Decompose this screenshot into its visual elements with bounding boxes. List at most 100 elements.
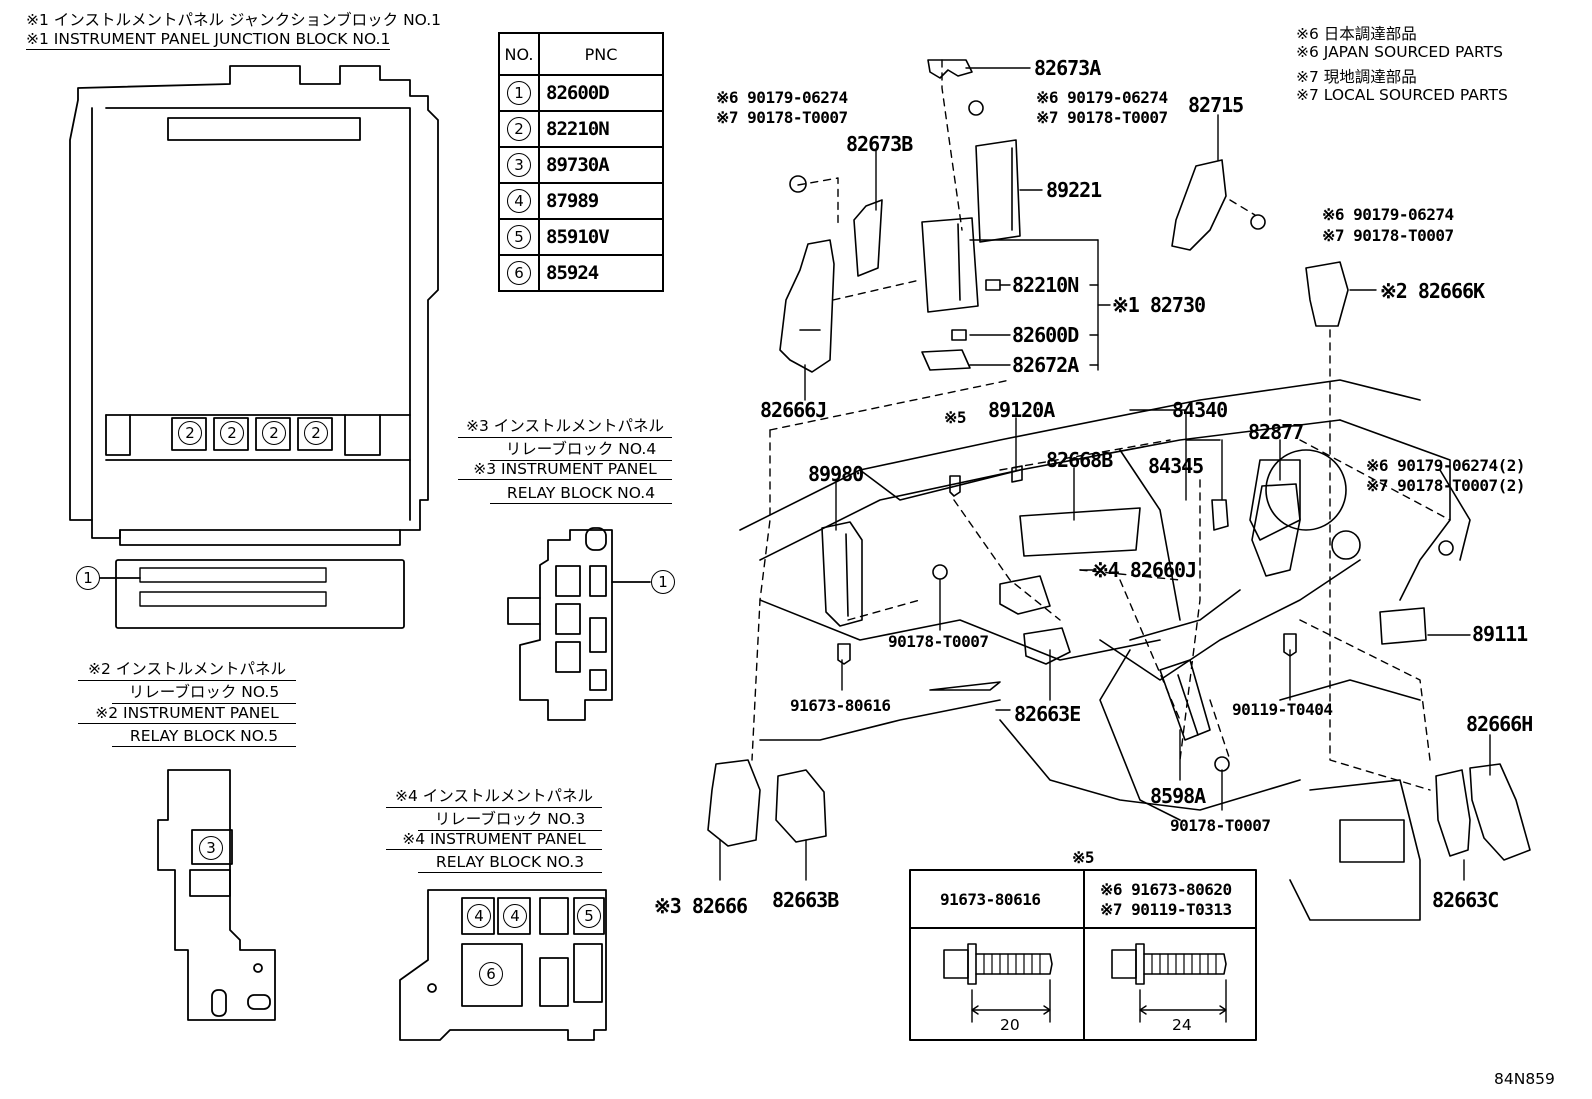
part-82210N: 82210N xyxy=(1012,273,1079,297)
row-pnc: 89730A xyxy=(538,146,664,184)
part-82673B: 82673B xyxy=(846,132,913,156)
components xyxy=(707,59,1531,861)
pnc-table: NO. PNC 1 82600D 2 82210N 3 89730A 4 879… xyxy=(498,32,664,292)
callout-3: 3 xyxy=(199,836,223,860)
bolt-table-drawing xyxy=(909,869,1257,1041)
note4-jp1: ※4 インストルメントパネル xyxy=(386,784,602,808)
part-90178-T0007: 90178-T0007 xyxy=(888,632,989,651)
note1-jp: ※1 インストルメントパネル ジャンクションブロック NO.1 xyxy=(26,11,442,29)
clip-note-b2: ※7 90178-T0007 xyxy=(1036,108,1168,127)
callout-2: 2 xyxy=(262,421,286,445)
callout-4: 4 xyxy=(467,904,491,928)
note4-en2: RELAY BLOCK NO.3 xyxy=(418,853,602,873)
table-row: 4 87989 xyxy=(498,182,664,220)
part-82877: 82877 xyxy=(1248,420,1304,444)
row-pnc: 85924 xyxy=(538,254,664,292)
row-number: 1 xyxy=(507,81,531,105)
part-82715: 82715 xyxy=(1188,93,1244,117)
row-pnc: 87989 xyxy=(538,182,664,220)
note6-jp: ※6 日本調達部品 xyxy=(1296,25,1417,43)
table-row: 6 85924 xyxy=(498,254,664,292)
part-89120A: 89120A xyxy=(988,398,1055,422)
note2-jp1: ※2 インストルメントパネル xyxy=(78,657,296,681)
note2-en1: ※2 INSTRUMENT PANEL xyxy=(78,704,296,724)
row-number: 3 xyxy=(507,153,531,177)
bolt-right-pn1: ※6 91673-80620 xyxy=(1100,880,1232,899)
table-row: 1 82600D xyxy=(498,74,664,112)
dashed-lines xyxy=(751,59,1451,791)
clip-note-a1: ※6 90179-06274 xyxy=(716,88,848,107)
bolt-table-title: ※5 xyxy=(1072,848,1095,867)
row-pnc: 85910V xyxy=(538,218,664,256)
bolt-right-pn2: ※7 90119-T0313 xyxy=(1100,900,1232,919)
callout-2: 2 xyxy=(178,421,202,445)
part-82672A: 82672A xyxy=(1012,353,1079,377)
relay-block-no4-drawing xyxy=(507,527,651,721)
relay-block-no3-drawing xyxy=(399,889,607,1041)
connector-strip-drawing xyxy=(99,559,405,629)
row-pnc: 82600D xyxy=(538,74,664,112)
part-82666J: 82666J xyxy=(760,398,827,422)
instrument-panel-outline xyxy=(739,379,1471,921)
note4-en1: ※4 INSTRUMENT PANEL xyxy=(386,830,602,850)
row-number: 2 xyxy=(507,117,531,141)
part-82666: ※3 82666 xyxy=(654,894,748,918)
part-82666K: ※2 82666K xyxy=(1380,279,1485,303)
part-82673A: 82673A xyxy=(1034,56,1101,80)
clip-note-a2: ※7 90178-T0007 xyxy=(716,108,848,127)
row-number: 6 xyxy=(507,261,531,285)
clip-note-c2: ※7 90178-T0007 xyxy=(1322,226,1454,245)
col-pnc-header: PNC xyxy=(538,32,664,76)
note3-jp1: ※3 インストルメントパネル xyxy=(458,414,672,438)
pnc-table-header: NO. PNC xyxy=(498,32,664,76)
part-82660J: ※4 82660J xyxy=(1092,558,1197,582)
callout-4: 4 xyxy=(503,904,527,928)
part-89221: 89221 xyxy=(1046,178,1102,202)
bolt-left-pn: 91673-80616 xyxy=(940,890,1041,909)
bolt-right-length: 24 xyxy=(1172,1016,1192,1034)
table-row: 3 89730A xyxy=(498,146,664,184)
bolt-ref-5: ※5 xyxy=(944,408,967,427)
note6-en: ※6 JAPAN SOURCED PARTS xyxy=(1296,43,1503,61)
note7-en: ※7 LOCAL SOURCED PARTS xyxy=(1296,86,1508,104)
part-82663C: 82663C xyxy=(1432,888,1499,912)
part-82730: ※1 82730 xyxy=(1112,293,1206,317)
part-82600D: 82600D xyxy=(1012,323,1079,347)
callout-6: 6 xyxy=(479,962,503,986)
table-row: 2 82210N xyxy=(498,110,664,148)
row-number: 5 xyxy=(507,225,531,249)
part-84345: 84345 xyxy=(1148,454,1204,478)
row-number: 4 xyxy=(507,189,531,213)
part-82668B: 82668B xyxy=(1046,448,1113,472)
callout-5: 5 xyxy=(577,904,601,928)
part-89980: 89980 xyxy=(808,462,864,486)
clip-note-b1: ※6 90179-06274 xyxy=(1036,88,1168,107)
clip-note-d2: ※7 90178-T0007(2) xyxy=(1366,476,1526,495)
note3-en1: ※3 INSTRUMENT PANEL xyxy=(458,460,672,480)
part-90119-T0404: 90119-T0404 xyxy=(1232,700,1333,719)
col-no-header: NO. xyxy=(498,32,540,76)
part-84340: 84340 xyxy=(1172,398,1228,422)
part-89111: 89111 xyxy=(1472,622,1528,646)
figure-id: 84N859 xyxy=(1494,1070,1555,1088)
callout-2: 2 xyxy=(220,421,244,445)
note3-en2: RELAY BLOCK NO.4 xyxy=(490,484,672,504)
part-82663E: 82663E xyxy=(1014,702,1081,726)
note1-en: ※1 INSTRUMENT PANEL JUNCTION BLOCK NO.1 xyxy=(26,30,391,50)
part-90178-T0007-b: 90178-T0007 xyxy=(1170,816,1271,835)
part-82666H: 82666H xyxy=(1466,712,1533,736)
callout-1: 1 xyxy=(651,570,675,594)
note7-jp: ※7 現地調達部品 xyxy=(1296,68,1417,86)
callout-2: 2 xyxy=(304,421,328,445)
relay-block-no5-drawing xyxy=(157,769,276,1021)
clip-note-d1: ※6 90179-06274(2) xyxy=(1366,456,1526,475)
note3-jp2: リレーブロック NO.4 xyxy=(490,437,672,461)
part-91673-80616: 91673-80616 xyxy=(790,696,891,715)
row-pnc: 82210N xyxy=(538,110,664,148)
part-8598A: 8598A xyxy=(1150,784,1206,808)
clip-note-c1: ※6 90179-06274 xyxy=(1322,205,1454,224)
note4-jp2: リレーブロック NO.3 xyxy=(418,807,602,831)
table-row: 5 85910V xyxy=(498,218,664,256)
